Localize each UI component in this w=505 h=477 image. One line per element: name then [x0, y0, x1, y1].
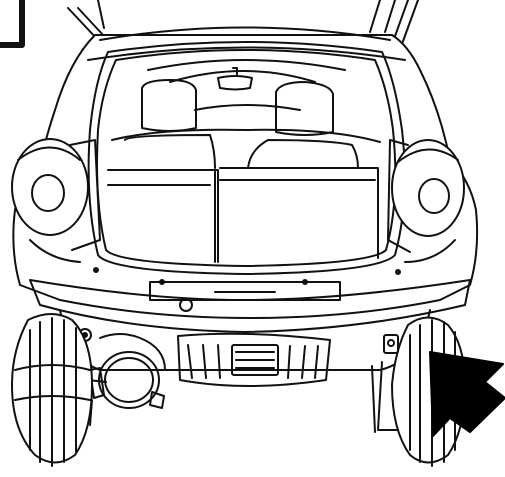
corner-bracket: [0, 0, 22, 45]
underbody-panel: [178, 334, 330, 386]
pointer-arrow: [430, 352, 505, 436]
left-rear-wheel: [12, 314, 92, 466]
